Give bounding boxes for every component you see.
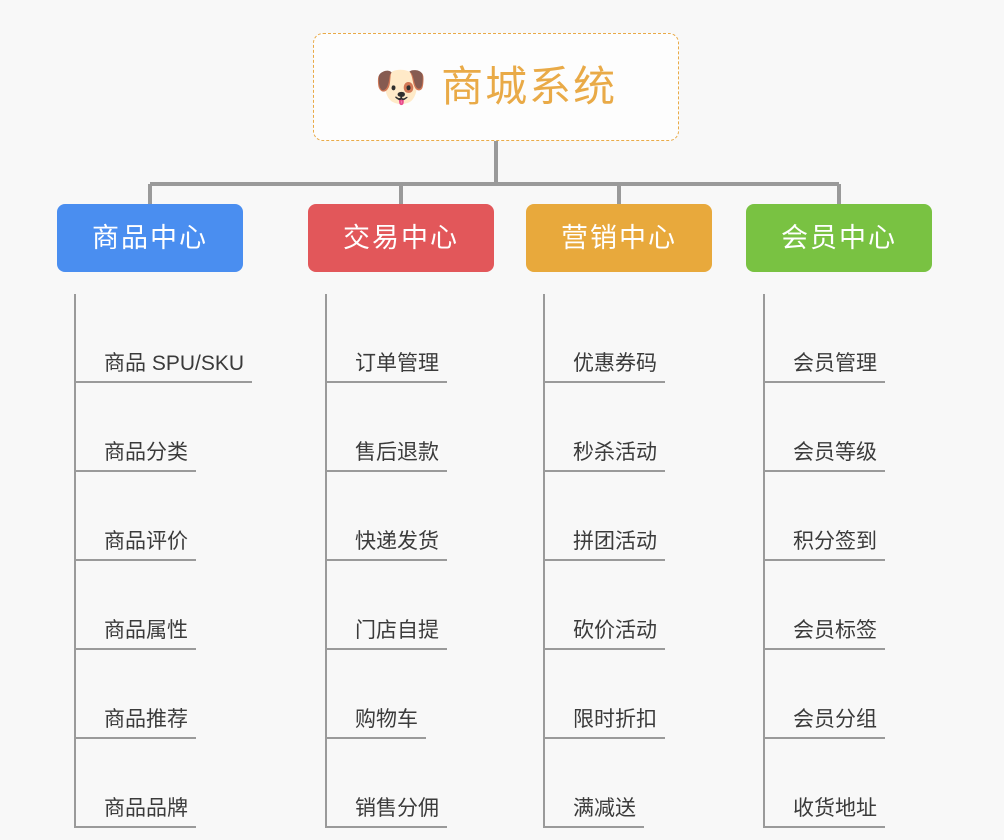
- leaf-label: 售后退款: [325, 440, 447, 472]
- leaf-item[interactable]: 会员管理: [763, 294, 932, 383]
- leaf-item[interactable]: 会员分组: [763, 650, 932, 739]
- leaf-item[interactable]: 满减送: [543, 739, 712, 828]
- leaf-label: 快递发货: [325, 529, 447, 561]
- leaf-item[interactable]: 会员等级: [763, 383, 932, 472]
- leaf-label: 门店自提: [325, 618, 447, 650]
- leaf-label: 商品 SPU/SKU: [74, 351, 253, 383]
- leaf-item[interactable]: 商品评价: [74, 472, 243, 561]
- category-label: 交易中心: [343, 222, 459, 253]
- leaf-item[interactable]: 购物车: [325, 650, 494, 739]
- leaf-label: 会员等级: [763, 440, 885, 472]
- leaf-item[interactable]: 商品推荐: [74, 650, 243, 739]
- leaf-item[interactable]: 会员标签: [763, 561, 932, 650]
- leaf-label: 砍价活动: [543, 618, 665, 650]
- branch-column-marketing-center: 营销中心 优惠券码 秒杀活动 拼团活动 砍价活动 限时折扣 满减送: [526, 204, 712, 828]
- leaf-item[interactable]: 积分签到: [763, 472, 932, 561]
- leaf-label: 商品属性: [74, 618, 196, 650]
- leaf-item[interactable]: 门店自提: [325, 561, 494, 650]
- leaf-item[interactable]: 拼团活动: [543, 472, 712, 561]
- leaf-item[interactable]: 商品品牌: [74, 739, 243, 828]
- shiba-dog-face-icon: 🐶: [374, 63, 428, 110]
- leaf-label: 商品分类: [74, 440, 196, 472]
- leaf-item[interactable]: 优惠券码: [543, 294, 712, 383]
- leaf-list-trade-center: 订单管理 售后退款 快递发货 门店自提 购物车 销售分佣: [325, 294, 494, 828]
- leaf-item[interactable]: 商品 SPU/SKU: [74, 294, 253, 383]
- leaf-label: 销售分佣: [325, 796, 447, 828]
- leaf-item[interactable]: 收货地址: [763, 739, 932, 828]
- leaf-label: 商品评价: [74, 529, 196, 561]
- category-box-trade-center[interactable]: 交易中心: [308, 204, 494, 272]
- leaf-label: 限时折扣: [543, 707, 665, 739]
- leaf-label: 商品推荐: [74, 707, 196, 739]
- leaf-label: 会员分组: [763, 707, 885, 739]
- leaf-item[interactable]: 限时折扣: [543, 650, 712, 739]
- leaf-label: 收货地址: [763, 796, 885, 828]
- category-box-product-center[interactable]: 商品中心: [57, 204, 243, 272]
- leaf-item[interactable]: 订单管理: [325, 294, 494, 383]
- leaf-label: 订单管理: [325, 351, 447, 383]
- leaf-item[interactable]: 快递发货: [325, 472, 494, 561]
- category-box-member-center[interactable]: 会员中心: [746, 204, 932, 272]
- leaf-label: 商品品牌: [74, 796, 196, 828]
- branch-column-trade-center: 交易中心 订单管理 售后退款 快递发货 门店自提 购物车 销售分佣: [308, 204, 494, 828]
- category-label: 会员中心: [781, 222, 897, 253]
- leaf-label: 满减送: [543, 796, 644, 828]
- leaf-item[interactable]: 商品属性: [74, 561, 243, 650]
- root-node-mall-system[interactable]: 🐶 商城系统: [313, 33, 679, 141]
- category-label: 营销中心: [561, 222, 677, 253]
- leaf-item[interactable]: 砍价活动: [543, 561, 712, 650]
- leaf-label: 优惠券码: [543, 351, 665, 383]
- leaf-list-product-center: 商品 SPU/SKU 商品分类 商品评价 商品属性 商品推荐 商品品牌: [74, 294, 253, 828]
- category-label: 商品中心: [92, 222, 208, 253]
- leaf-label: 秒杀活动: [543, 440, 665, 472]
- leaf-label: 会员管理: [763, 351, 885, 383]
- branch-column-product-center: 商品中心 商品 SPU/SKU 商品分类 商品评价 商品属性 商品推荐 商品品牌: [57, 204, 253, 828]
- leaf-item[interactable]: 售后退款: [325, 383, 494, 472]
- leaf-label: 购物车: [325, 707, 426, 739]
- leaf-label: 积分签到: [763, 529, 885, 561]
- branch-column-member-center: 会员中心 会员管理 会员等级 积分签到 会员标签 会员分组 收货地址: [746, 204, 932, 828]
- leaf-label: 会员标签: [763, 618, 885, 650]
- leaf-item[interactable]: 销售分佣: [325, 739, 494, 828]
- leaf-item[interactable]: 秒杀活动: [543, 383, 712, 472]
- leaf-label: 拼团活动: [543, 529, 665, 561]
- category-box-marketing-center[interactable]: 营销中心: [526, 204, 712, 272]
- leaf-list-member-center: 会员管理 会员等级 积分签到 会员标签 会员分组 收货地址: [763, 294, 932, 828]
- leaf-item[interactable]: 商品分类: [74, 383, 243, 472]
- root-node-title: 商城系统: [441, 63, 618, 110]
- leaf-list-marketing-center: 优惠券码 秒杀活动 拼团活动 砍价活动 限时折扣 满减送: [543, 294, 712, 828]
